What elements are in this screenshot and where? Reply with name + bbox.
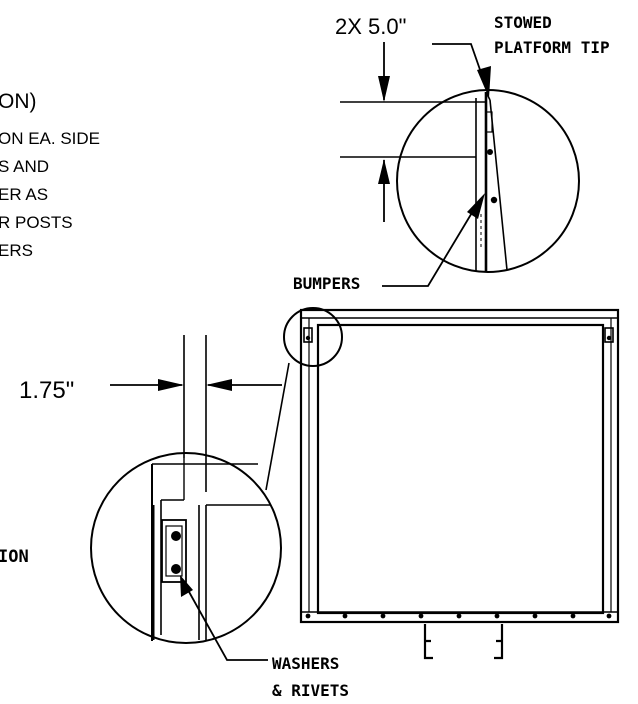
bumpers-label: BUMPERS [293, 274, 360, 293]
detail-marker-top [283, 307, 343, 367]
dim-arrow-up [378, 159, 390, 184]
bottom-tab-left [423, 624, 433, 660]
notes-line-3: ER AS [0, 185, 48, 204]
notes-heading: ON) [0, 90, 37, 113]
washers-label-line1: WASHERS [272, 654, 339, 673]
washers-label-line2: & RIVETS [272, 681, 349, 700]
notes-line-2: S AND [0, 157, 49, 176]
detail-circle-top [396, 89, 580, 273]
partial-notes: ON) ON EA. SIDE S AND ER AS R POSTS ERS … [0, 90, 100, 567]
notes-line-5: ERS [0, 241, 33, 260]
dim-top-label: 2X 5.0" [335, 14, 406, 39]
detail-circle-bottom [90, 452, 282, 644]
top-dimension: 2X 5.0" [335, 14, 486, 222]
left-fragment-label: ION [0, 547, 29, 567]
dim-arrow-down [378, 76, 390, 102]
stowed-arrow [477, 66, 491, 98]
stowed-label-line2: PLATFORM TIP [494, 38, 610, 57]
notes-line-4: R POSTS [0, 213, 73, 232]
notes-line-1: ON EA. SIDE [0, 129, 100, 148]
washers-rivets-callout: WASHERS & RIVETS [180, 575, 349, 700]
stowed-label-line1: STOWED [494, 13, 552, 32]
dim-side-label: 1.75" [19, 377, 74, 404]
dim-arrow-left [206, 379, 232, 391]
bottom-tab-right [494, 624, 504, 660]
dim-arrow-right [158, 379, 184, 391]
washers-arrow [180, 575, 193, 597]
detail-leader [265, 362, 290, 491]
platform-panel-view [299, 308, 620, 660]
bumpers-callout: BUMPERS [293, 193, 485, 293]
bumpers-arrow [467, 193, 485, 219]
stowed-platform-callout: STOWED PLATFORM TIP [432, 13, 610, 98]
side-dimension: 1.75" [19, 335, 282, 492]
